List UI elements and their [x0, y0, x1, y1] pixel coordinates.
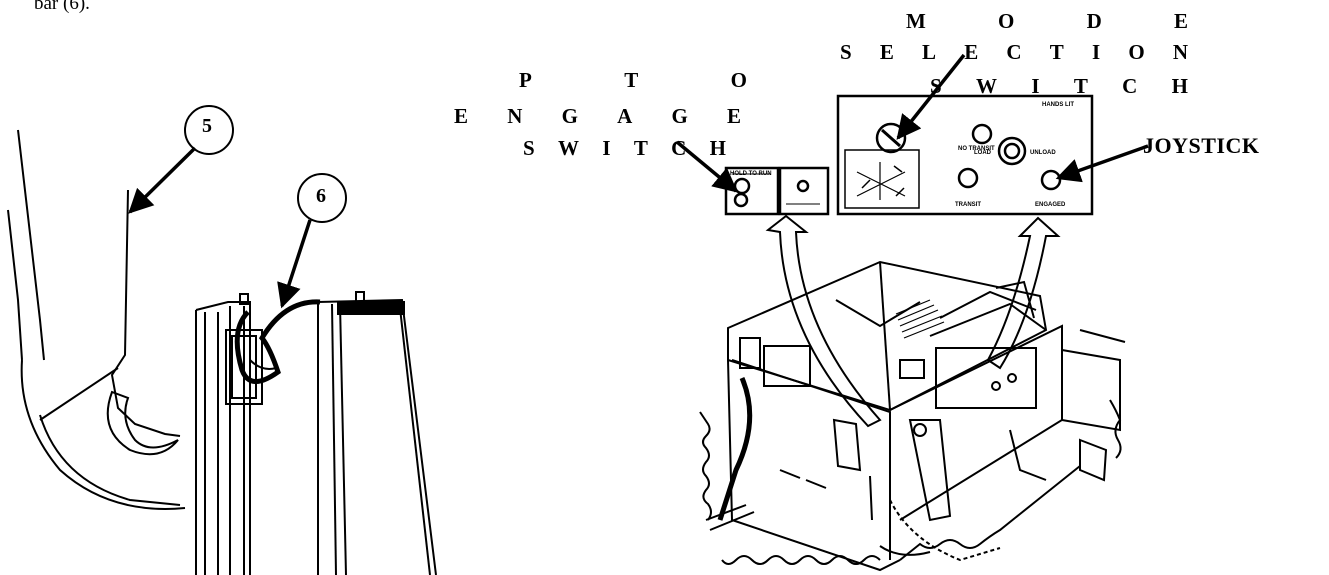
label-letter: T — [1050, 42, 1064, 63]
label-letter: I — [602, 138, 610, 159]
label-letter: D — [1087, 11, 1102, 32]
label-letter: E — [880, 42, 894, 63]
hook-illustration — [8, 130, 185, 509]
label-letter: G — [671, 106, 687, 127]
label-letter: W — [976, 76, 997, 97]
label-letter: L — [922, 42, 936, 63]
callout-5-arrow — [130, 148, 195, 212]
label-letter: E — [454, 106, 468, 127]
label-letter: C — [1006, 42, 1021, 63]
label-letter: S — [840, 42, 852, 63]
label-letter: T — [1074, 76, 1088, 97]
callout-6-arrow — [282, 220, 310, 306]
label-letter: O — [998, 11, 1014, 32]
label-letter: M — [906, 11, 926, 32]
label-letter: E — [1174, 11, 1188, 32]
panel-text-engaged: ENGAGED — [1035, 202, 1066, 208]
machine-illustration — [706, 262, 1125, 570]
label-letter: H — [710, 138, 726, 159]
panel-text-unload: UNLOAD — [1030, 150, 1056, 156]
label-letter: E — [964, 42, 978, 63]
label-letter: C — [671, 138, 686, 159]
panel-text-load: LOAD — [974, 150, 992, 156]
label-letter: S — [523, 138, 535, 159]
label-letter: E — [727, 106, 741, 127]
handle-bar-illustration — [196, 292, 436, 575]
panel-text-hands-lit: HANDS LIT — [1042, 102, 1074, 108]
label-letter: O — [1128, 42, 1144, 63]
label-letter: A — [617, 106, 632, 127]
label-letter: T — [624, 70, 638, 91]
label-letter: T — [634, 138, 648, 159]
callout-5-number: 5 — [202, 116, 212, 136]
label-letter: I — [1092, 42, 1100, 63]
label-letter: S — [930, 76, 942, 97]
joystick-arrow — [1058, 146, 1148, 178]
label-letter: C — [1122, 76, 1137, 97]
intro-text: bar (6). — [34, 0, 90, 13]
joystick-label: JOYSTICK — [1143, 135, 1259, 157]
panel-text-hold-to-run: HOLD TO RUN — [730, 171, 772, 177]
label-letter: W — [558, 138, 579, 159]
label-letter: N — [507, 106, 522, 127]
label-letter: N — [1173, 42, 1188, 63]
label-letter: G — [562, 106, 578, 127]
label-letter: P — [519, 70, 532, 91]
panel-text-transit: TRANSIT — [955, 202, 981, 208]
callout-6-number: 6 — [316, 186, 326, 206]
label-letter: H — [1172, 76, 1188, 97]
label-letter: I — [1031, 76, 1039, 97]
label-letter: O — [731, 70, 747, 91]
